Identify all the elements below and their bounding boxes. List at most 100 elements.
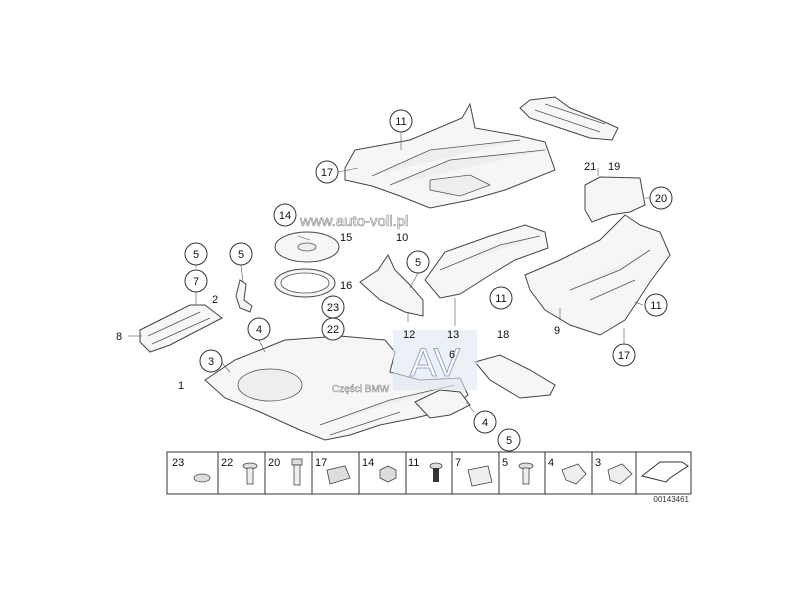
callout-10: 10	[396, 232, 408, 244]
callout-14: 14	[273, 203, 297, 227]
svg-text:20: 20	[655, 193, 667, 205]
svg-text:17: 17	[321, 167, 333, 179]
nut-icon	[379, 465, 397, 483]
svg-text:10: 10	[396, 232, 408, 244]
strip-cell-17: 17	[315, 457, 351, 485]
svg-text:21: 21	[584, 161, 596, 173]
callout-23: 23	[321, 295, 345, 319]
svg-text:11: 11	[495, 293, 506, 305]
bracket-clip-icon	[607, 463, 633, 485]
callout-7: 7	[184, 269, 208, 293]
strip-cell-23: 23	[172, 457, 211, 483]
strip-cell-11: 11	[408, 457, 443, 482]
ring-16	[274, 268, 336, 298]
strip-cell-7: 7	[455, 457, 493, 487]
top-right-bracket	[519, 96, 619, 141]
svg-text:5: 5	[502, 457, 508, 469]
callout-5-a: 5	[184, 242, 208, 266]
direction-arrow-icon	[640, 461, 689, 483]
callout-2: 2	[212, 294, 218, 306]
callout-16: 16	[340, 280, 352, 292]
svg-text:4: 4	[256, 324, 262, 336]
callout-11-right: 11	[644, 293, 668, 317]
callout-8: 8	[116, 331, 122, 343]
svg-text:7: 7	[455, 457, 461, 469]
callout-11-mid: 11	[489, 286, 513, 310]
strip-8	[139, 304, 223, 353]
callout-4-b: 4	[473, 410, 497, 434]
bolt-icon	[291, 458, 303, 486]
svg-text:2: 2	[212, 294, 218, 306]
watermark-url: www.auto-voll.pl	[299, 213, 408, 230]
svg-text:5: 5	[238, 249, 244, 261]
svg-text:11: 11	[650, 300, 661, 312]
svg-text:13: 13	[447, 329, 459, 341]
callout-6: 6	[449, 349, 455, 361]
bracket-2	[235, 279, 253, 313]
panel-13	[424, 224, 549, 299]
panel-12	[359, 253, 424, 317]
watermark-logo: AV	[410, 341, 461, 385]
callout-18: 18	[497, 329, 509, 341]
callout-3: 3	[199, 349, 223, 373]
svg-text:15: 15	[340, 232, 352, 244]
svg-text:17: 17	[618, 350, 630, 362]
callout-17-right: 17	[612, 343, 636, 367]
washer-icon	[193, 473, 211, 483]
callout-19: 19	[608, 161, 620, 173]
svg-text:16: 16	[340, 280, 352, 292]
svg-text:1: 1	[178, 380, 184, 392]
svg-text:22: 22	[327, 324, 339, 336]
callout-20: 20	[649, 186, 673, 210]
svg-text:5: 5	[506, 435, 512, 447]
svg-text:12: 12	[403, 329, 415, 341]
drawing-number: 00143461	[653, 495, 689, 504]
svg-text:8: 8	[116, 331, 122, 343]
svg-text:4: 4	[548, 457, 554, 469]
svg-text:6: 6	[449, 349, 455, 361]
callout-11-top: 11	[389, 109, 413, 133]
clip-icon	[467, 465, 493, 487]
callout-5-c: 5	[406, 250, 430, 274]
callout-12: 12	[403, 329, 415, 341]
svg-text:20: 20	[268, 457, 280, 469]
svg-text:17: 17	[315, 457, 327, 469]
svg-text:5: 5	[193, 249, 199, 261]
callout-22: 22	[321, 317, 345, 341]
clip-nut-icon	[326, 465, 351, 485]
svg-text:22: 22	[221, 457, 233, 469]
strip-cell-20: 20	[268, 457, 303, 486]
svg-text:3: 3	[595, 457, 601, 469]
screw-icon	[242, 462, 258, 485]
svg-text:23: 23	[172, 457, 184, 469]
svg-text:11: 11	[408, 457, 419, 469]
callouts: 11 17 21 19 20 14 15 10 5 5 7 2 16 5 8 4…	[116, 109, 673, 452]
svg-text:9: 9	[554, 325, 560, 337]
svg-text:18: 18	[497, 329, 509, 341]
svg-text:7: 7	[193, 276, 199, 288]
strip-cell-arrow	[640, 461, 689, 483]
svg-text:11: 11	[395, 116, 406, 128]
callout-15: 15	[340, 232, 352, 244]
callout-4-a: 4	[247, 317, 271, 341]
svg-text:4: 4	[482, 417, 488, 429]
watermark: AV www.auto-voll.pl Części BMW	[299, 213, 477, 395]
callout-1: 1	[178, 380, 184, 392]
side-block-21-19	[584, 176, 646, 223]
svg-text:19: 19	[608, 161, 620, 173]
callout-9: 9	[554, 325, 560, 337]
strip-cell-5: 5	[502, 457, 534, 485]
svg-text:5: 5	[415, 257, 421, 269]
strip-18	[474, 354, 556, 399]
callout-21: 21	[584, 161, 596, 173]
spring-clip-icon	[561, 463, 587, 485]
strip-cell-22: 22	[221, 457, 258, 485]
strip-cell-3: 3	[595, 457, 633, 485]
push-rivet-icon	[429, 462, 443, 482]
strip-cell-4: 4	[548, 457, 587, 485]
strip-cell-14: 14	[362, 457, 397, 483]
watermark-brand: Części BMW	[332, 384, 390, 395]
callout-13: 13	[447, 329, 459, 341]
expanding-rivet-icon	[518, 462, 534, 485]
